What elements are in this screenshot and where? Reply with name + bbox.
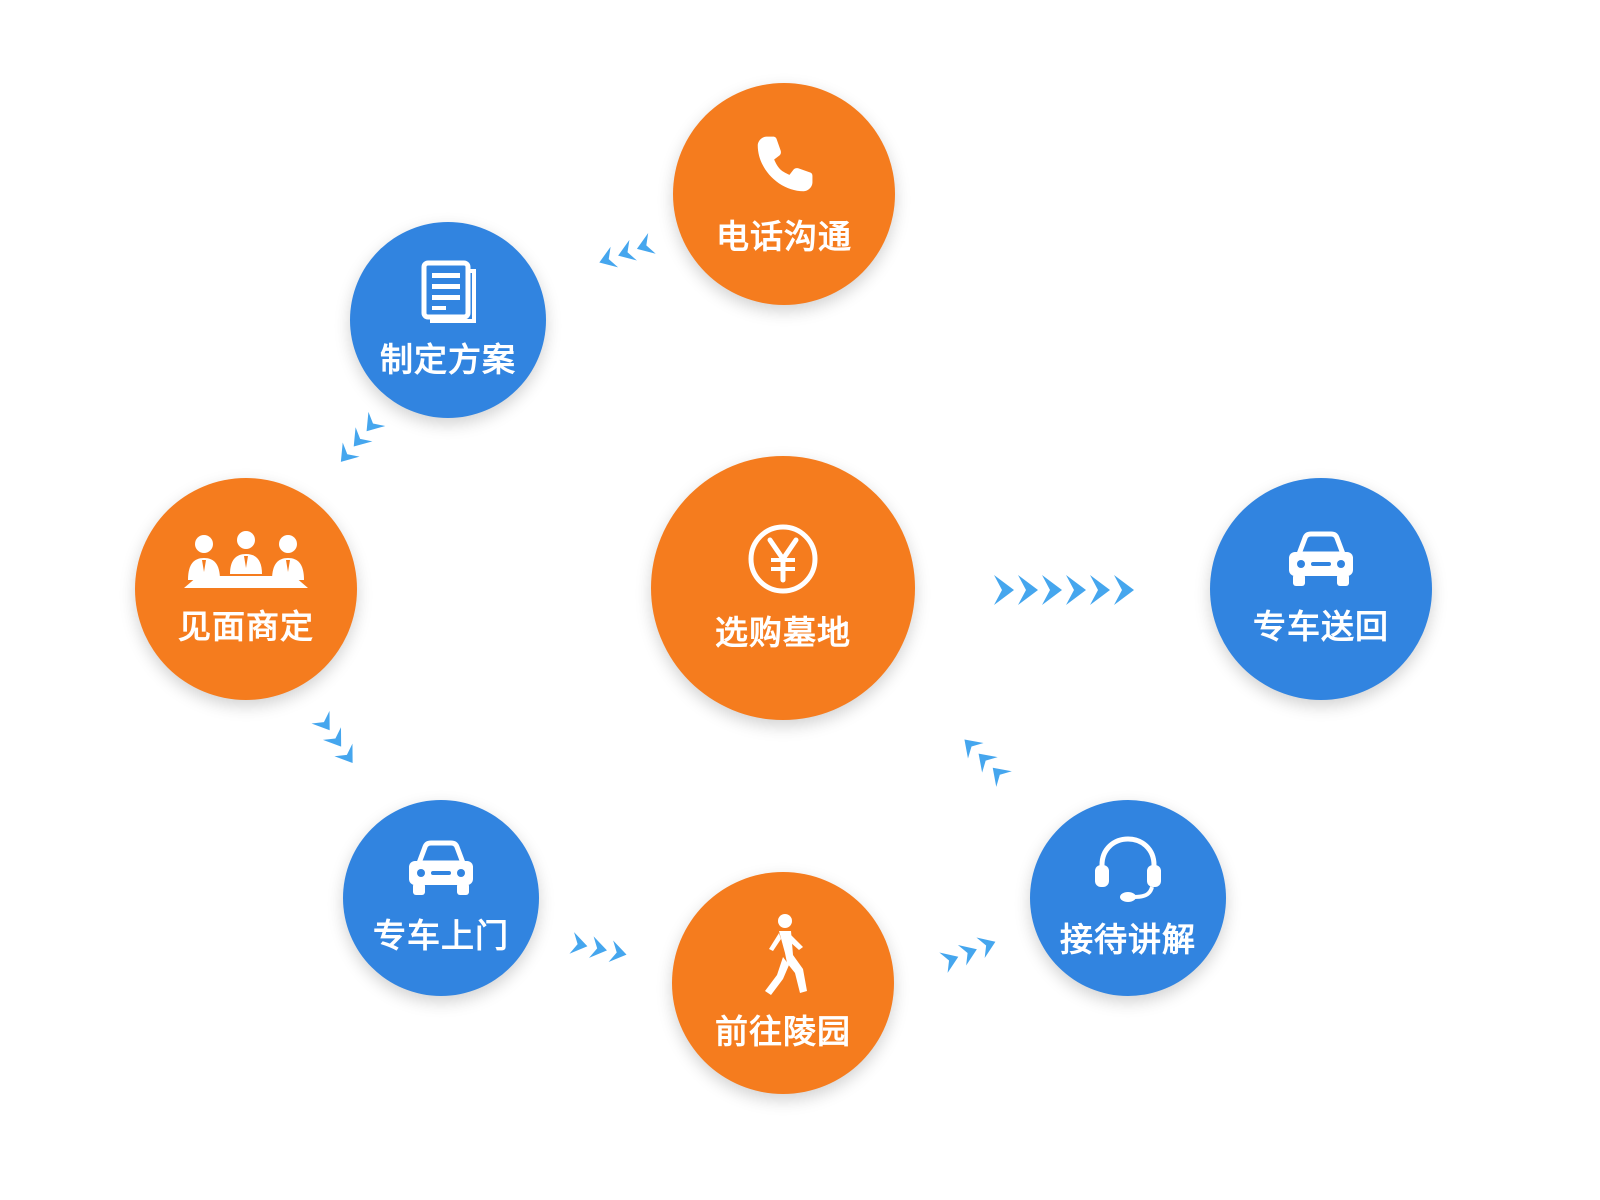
arrow-meet-to-pickup bbox=[311, 710, 353, 764]
document-icon bbox=[421, 260, 476, 323]
arrow-pickup-to-visit bbox=[569, 932, 627, 963]
step-meet-in-person: 见面商定 bbox=[135, 478, 357, 700]
step-make-plan: 制定方案 bbox=[350, 222, 546, 418]
headset-icon bbox=[1095, 836, 1161, 902]
step-label: 前往陵园 bbox=[715, 1012, 851, 1051]
phone-icon bbox=[757, 136, 813, 192]
car-icon bbox=[409, 840, 473, 895]
arrow-phone-to-plan bbox=[599, 233, 656, 268]
step-car-pickup: 专车上门 bbox=[343, 800, 539, 996]
arrow-purchase-to-return bbox=[994, 575, 1134, 605]
arrow-visit-to-reception bbox=[939, 937, 996, 973]
meeting-people-icon bbox=[184, 531, 308, 588]
step-phone-consultation: 电话沟通 bbox=[673, 83, 895, 305]
walking-person-icon bbox=[765, 914, 807, 995]
step-label: 专车上门 bbox=[373, 916, 509, 955]
step-label: 电话沟通 bbox=[716, 217, 852, 256]
arrow-plan-to-meet bbox=[340, 411, 386, 462]
car-icon bbox=[1289, 531, 1353, 586]
step-select-cemetery-plot: 选购墓地 bbox=[651, 456, 915, 720]
step-label: 选购墓地 bbox=[715, 613, 851, 652]
arrow-reception-to-purchase bbox=[964, 739, 1012, 787]
step-go-to-cemetery: 前往陵园 bbox=[672, 872, 894, 1094]
step-label: 制定方案 bbox=[380, 340, 516, 379]
step-label: 专车送回 bbox=[1253, 607, 1389, 646]
step-label: 接待讲解 bbox=[1060, 920, 1196, 959]
yen-icon bbox=[748, 524, 818, 594]
step-reception-briefing: 接待讲解 bbox=[1030, 800, 1226, 996]
step-label: 见面商定 bbox=[178, 607, 314, 646]
step-car-return: 专车送回 bbox=[1210, 478, 1432, 700]
